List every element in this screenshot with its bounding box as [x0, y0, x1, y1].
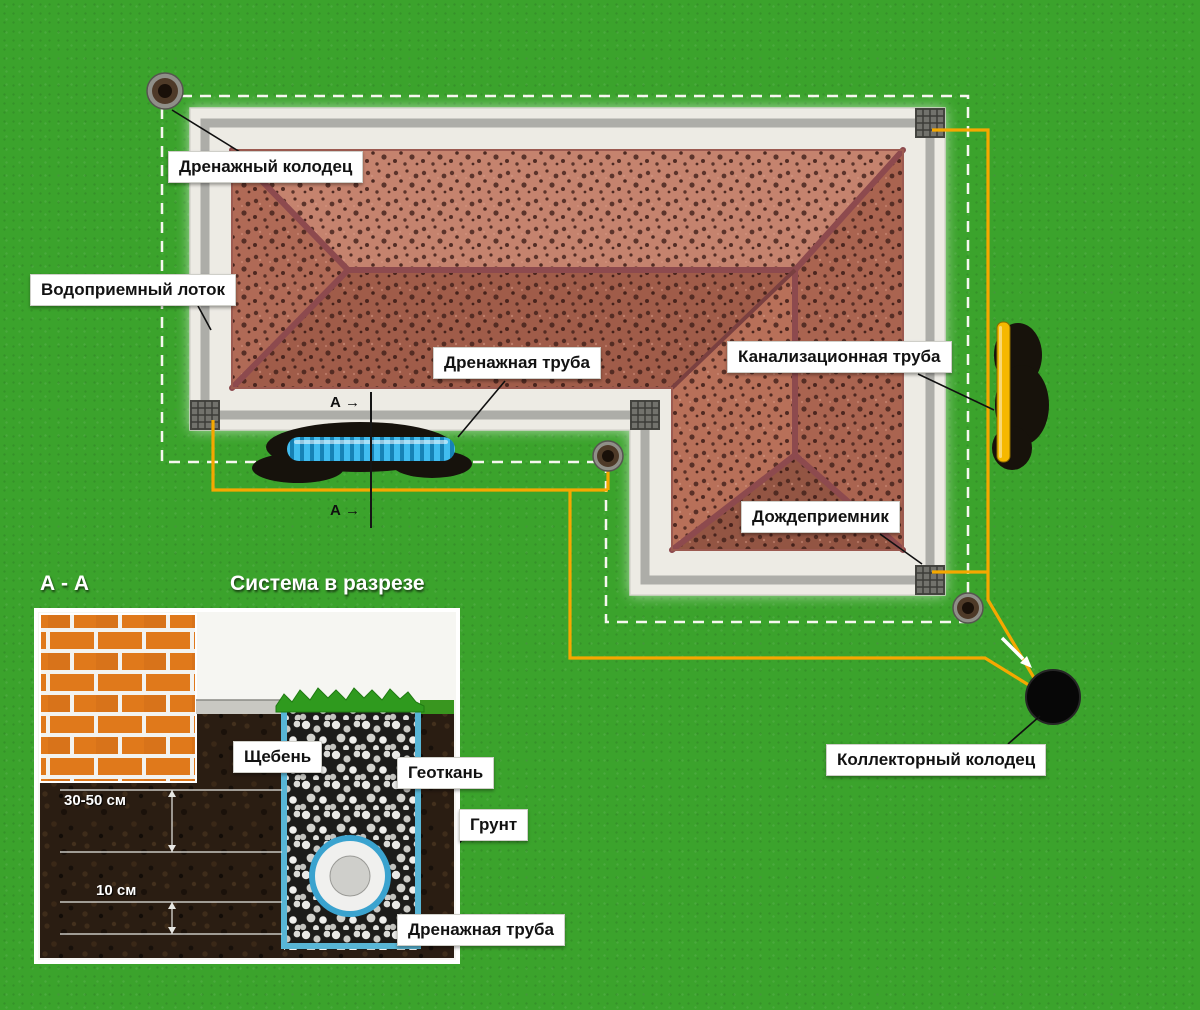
drainage-pipe-plan	[252, 422, 472, 483]
roof-valley	[670, 268, 797, 390]
label-drainage-pipe-plan: Дренажная труба	[433, 347, 601, 379]
cut-mark-bottom: А →	[330, 502, 360, 519]
drainage-contour-dashed	[160, 94, 970, 624]
section-geotextile-lining	[281, 704, 421, 949]
label-collector-well: Коллекторный колодец	[826, 744, 1047, 776]
section-brick-wall	[39, 613, 197, 783]
rain-inlet-grates	[190, 108, 945, 595]
pipe-lines	[211, 128, 1042, 694]
section-marker: А - А	[40, 572, 89, 595]
section-title: Система в разрезе	[230, 572, 425, 595]
label-drainage-well: Дренажный колодец	[168, 151, 364, 183]
label-gravel: Щебень	[233, 741, 323, 773]
rain-inlet-grate-top-right	[915, 108, 945, 138]
label-geotextile: Геоткань	[397, 757, 495, 789]
pipe-left-run	[211, 420, 608, 492]
section-grass-mound	[275, 687, 425, 713]
drainage-well-middle	[592, 440, 624, 472]
section-grass-right	[420, 700, 454, 714]
label-soil: Грунт	[459, 809, 529, 841]
drainage-well-top-left	[146, 72, 184, 110]
section-concrete-strip	[196, 700, 282, 714]
sewer-pipe	[992, 321, 1049, 470]
rain-inlet-grate-inner-corner	[630, 400, 660, 430]
cut-mark-top: А →	[330, 394, 360, 411]
pipe-bottom-run	[568, 490, 1041, 694]
label-drainage-pipe-section: Дренажная труба	[397, 914, 565, 946]
rain-inlet-grate-left	[190, 400, 220, 430]
drainage-well-right	[952, 592, 984, 624]
collector-well	[1025, 669, 1081, 725]
dimension-depth: 30-50 см	[64, 792, 126, 809]
section-drainage-pipe	[309, 835, 391, 917]
rain-inlet-grate-bottom-right	[915, 565, 945, 595]
dimension-bedding: 10 см	[96, 882, 137, 899]
section-view	[34, 608, 460, 964]
dimension-arrowheads	[168, 790, 176, 934]
label-sewer-pipe: Канализационная труба	[727, 341, 952, 373]
label-water-tray: Водоприемный лоток	[30, 274, 237, 306]
pipe-right-run	[932, 128, 1042, 689]
section-trench	[275, 687, 425, 950]
label-rain-inlet: Дождеприемник	[741, 501, 900, 533]
flow-arrow	[1000, 636, 1032, 668]
